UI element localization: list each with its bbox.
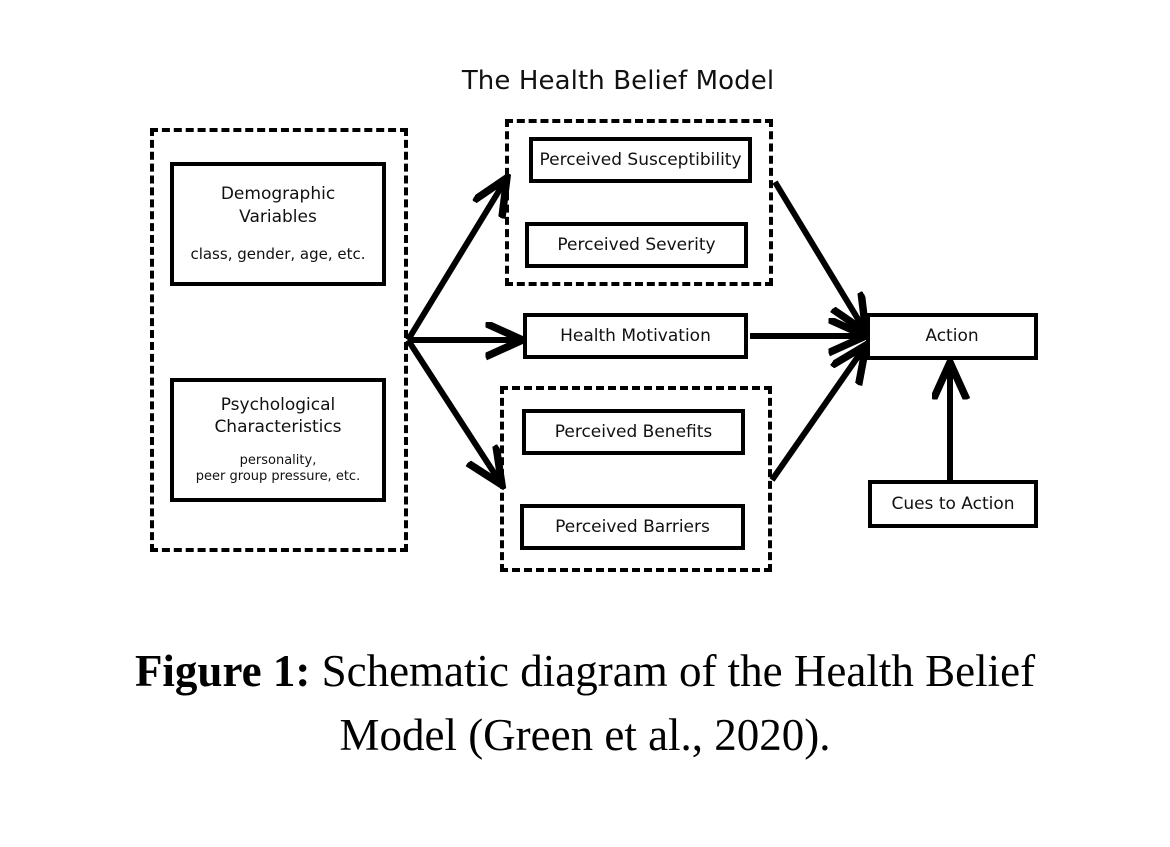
demographic-main-line1: Demographic	[220, 184, 336, 205]
caption-text: Schematic diagram of the Health Belief M…	[310, 646, 1036, 760]
node-demographic-variables[interactable]: Demographic Variables class, gender, age…	[170, 162, 386, 286]
node-perceived-susceptibility[interactable]: Perceived Susceptibility	[529, 137, 752, 183]
caption-label: Figure 1:	[134, 646, 311, 696]
arrow-perceptions-to-evaluation	[405, 338, 500, 482]
figure-caption: Figure 1: Schematic diagram of the Healt…	[85, 640, 1085, 768]
node-perceived-severity[interactable]: Perceived Severity	[525, 222, 748, 268]
arrow-perceptions-to-threat	[405, 181, 505, 342]
health-belief-model-diagram: The Health Belief Model	[0, 66, 1170, 572]
cues-label: Cues to Action	[891, 493, 1015, 514]
node-health-motivation[interactable]: Health Motivation	[523, 313, 748, 359]
psychological-sub-line2: peer group pressure, etc.	[195, 469, 361, 485]
psychological-main-line1: Psychological	[220, 394, 336, 415]
demographic-sub-label: class, gender, age, etc.	[190, 245, 366, 264]
node-cues-to-action[interactable]: Cues to Action	[868, 480, 1038, 528]
benefits-label: Perceived Benefits	[554, 421, 713, 442]
psychological-sub-line1: personality,	[239, 452, 317, 468]
demographic-main-line2: Variables	[239, 206, 317, 227]
diagram-title-text: The Health Belief Model	[461, 66, 775, 96]
node-action[interactable]: Action	[866, 313, 1038, 360]
arrow-evaluation-to-action	[769, 348, 864, 482]
arrow-threat-to-action	[772, 180, 864, 329]
psychological-main-line2: Characteristics	[214, 417, 342, 438]
node-psychological-characteristics[interactable]: Psychological Characteristics personalit…	[170, 378, 386, 502]
severity-label: Perceived Severity	[557, 234, 716, 255]
action-label: Action	[925, 326, 979, 347]
susceptibility-label: Perceived Susceptibility	[539, 149, 742, 170]
node-perceived-barriers[interactable]: Perceived Barriers	[520, 504, 745, 550]
motivation-label: Health Motivation	[560, 325, 711, 346]
barriers-label: Perceived Barriers	[555, 516, 710, 537]
node-perceived-benefits[interactable]: Perceived Benefits	[522, 409, 745, 455]
diagram-title: The Health Belief Model	[0, 66, 1170, 96]
